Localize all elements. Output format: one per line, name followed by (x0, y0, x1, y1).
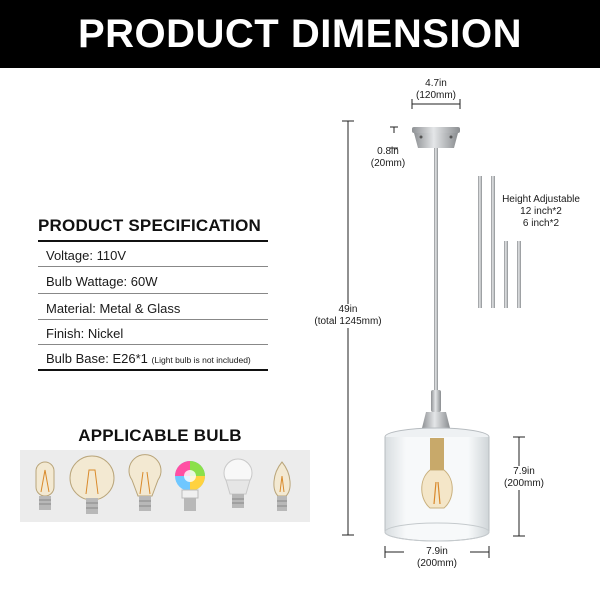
pendant-light-image (384, 127, 490, 542)
spec-row-wattage: Bulb Wattage: 60W (46, 274, 158, 289)
spec-note: (Light bulb is not included) (151, 355, 251, 365)
bulb-title: APPLICABLE BULB (78, 426, 242, 445)
spec-row-voltage: Voltage: 110V (46, 248, 126, 263)
shade-height-label: 7.9in (200mm) (494, 466, 554, 490)
globe-filament-bulb-icon (69, 455, 115, 514)
spec-bottom-line (38, 369, 268, 371)
bulb-strip (20, 450, 310, 522)
tubular-filament-bulb-icon (35, 461, 55, 510)
canopy-height-label: 0.8in (20mm) (370, 146, 406, 169)
a19-filament-bulb-icon (128, 454, 162, 511)
shade-width-label: 7.9in (200mm) (404, 546, 470, 570)
spec-row-bulb-base: Bulb Base: E26*1 (Light bulb is not incl… (46, 351, 251, 366)
extension-rods-image (478, 176, 521, 308)
spec-divider (38, 319, 268, 320)
spec-row-finish: Finish: Nickel (46, 326, 124, 341)
spec-title-underline (38, 240, 268, 242)
spec-divider (38, 293, 268, 294)
canopy-width-label: 4.7in (120mm) (415, 78, 456, 101)
rgb-smart-bulb-icon (175, 461, 205, 511)
spec-title: PRODUCT SPECIFICATION (38, 216, 262, 235)
total-height-label: 49in (total 1245mm) (304, 304, 392, 328)
spec-divider (38, 266, 268, 267)
spec-divider (38, 344, 268, 345)
candle-bulb-icon (273, 461, 291, 511)
spec-row-material: Material: Metal & Glass (46, 301, 181, 316)
page-title: PRODUCT DIMENSION (0, 0, 600, 68)
height-adjustable-label: Height Adjustable 12 inch*2 6 inch*2 (502, 194, 580, 229)
led-bulb-icon (223, 458, 253, 508)
